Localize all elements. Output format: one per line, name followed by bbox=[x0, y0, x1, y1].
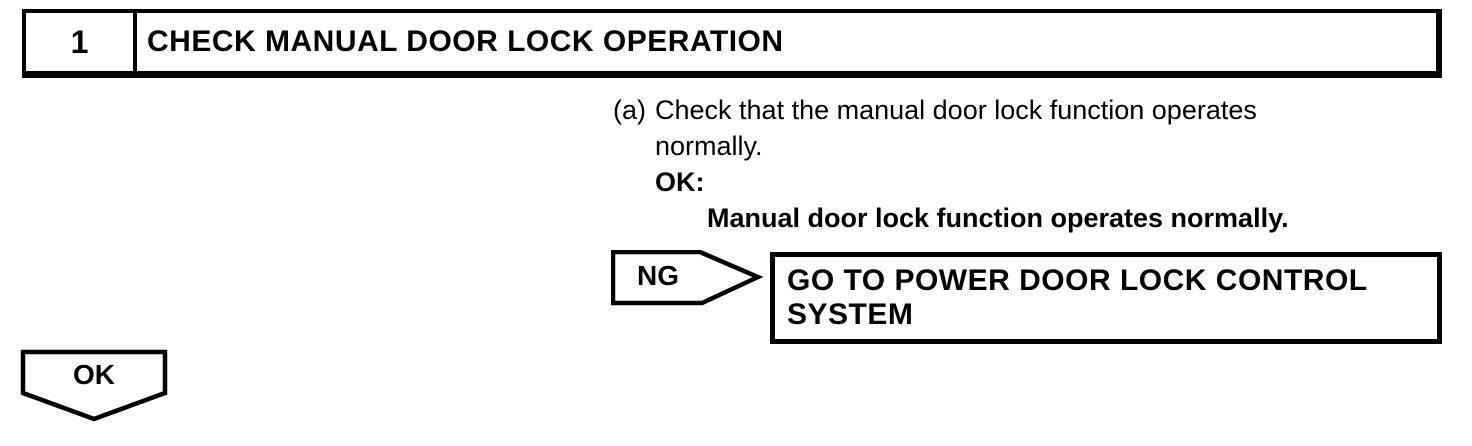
item-letter: (a) bbox=[613, 95, 646, 125]
ok-heading: OK: bbox=[655, 167, 705, 197]
step-header: 1 CHECK MANUAL DOOR LOCK OPERATION bbox=[22, 9, 1442, 78]
result-line: GO TO POWER DOOR LOCK CONTROL bbox=[787, 264, 1368, 297]
down-arrow-pentagon-icon bbox=[20, 349, 168, 422]
ok-criteria: Manual door lock function operates norma… bbox=[707, 203, 1289, 233]
ok-connector-label: OK bbox=[73, 359, 115, 390]
step-title: CHECK MANUAL DOOR LOCK OPERATION bbox=[147, 25, 784, 58]
ng-connector: NG bbox=[611, 250, 763, 308]
result-box: GO TO POWER DOOR LOCK CONTROL SYSTEM bbox=[770, 252, 1442, 344]
procedure-line-text: Check that the manual door lock function… bbox=[655, 95, 1257, 125]
right-arrow-pentagon-icon bbox=[611, 250, 763, 306]
result-line: SYSTEM bbox=[787, 298, 914, 331]
procedure-text: (a) Check that the manual door lock func… bbox=[613, 92, 1373, 236]
ok-connector: OK bbox=[20, 349, 172, 425]
procedure-line: (a) Check that the manual door lock func… bbox=[613, 92, 1373, 128]
ng-connector-label: NG bbox=[637, 260, 679, 291]
step-number: 1 bbox=[26, 13, 137, 71]
procedure-line-continuation: normally. bbox=[655, 131, 763, 161]
